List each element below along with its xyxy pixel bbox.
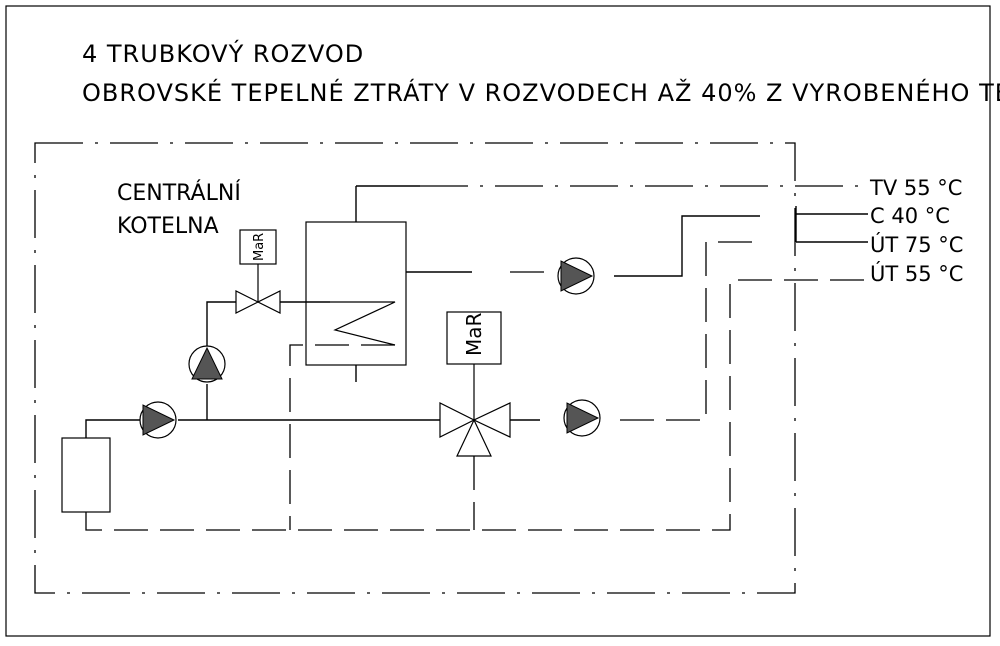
boiler-room-label-line-2: KOTELNA — [117, 214, 219, 239]
mar-controller-right — [446, 311, 502, 365]
heating-supply-dashed — [620, 241, 760, 421]
title-line-1: 4 TRUBKOVÝ ROZVOD — [82, 39, 364, 68]
mar-controller-right-label: MaR — [462, 312, 486, 356]
outlet-label-ut55: ÚT 55 °C — [870, 261, 963, 286]
boiler-return-pipe — [85, 279, 868, 531]
boiler-supply-pipe — [85, 419, 140, 438]
tank-heating-pump — [188, 345, 226, 383]
three-way-valve — [439, 364, 511, 457]
tank-heating-pipe — [206, 301, 236, 346]
tank-heating-coil — [330, 301, 396, 346]
outlet-label-ut75: ÚT 75 °C — [870, 232, 963, 257]
heating-pump — [563, 399, 601, 437]
boiler-pump — [139, 401, 177, 439]
mar-controller-left — [239, 229, 277, 265]
outlet-label-tv55: TV 55 °C — [869, 176, 962, 200]
title-line-2: OBROVSKÉ TEPELNÉ ZTRÁTY V ROZVODECH AŽ 4… — [82, 78, 1000, 107]
c40-riser — [614, 215, 760, 277]
c40-pump — [557, 257, 595, 295]
boiler — [61, 437, 111, 513]
mar-controller-left-label: MaR — [252, 233, 267, 261]
two-way-valve — [235, 264, 281, 314]
outlet-label-c40: C 40 °C — [870, 204, 950, 228]
drawing-frame — [5, 5, 991, 637]
coil-return-pipe — [289, 344, 395, 530]
boiler-room-label-line-1: CENTRÁLNÍ — [117, 180, 241, 206]
boiler-room-boundary — [34, 142, 796, 594]
